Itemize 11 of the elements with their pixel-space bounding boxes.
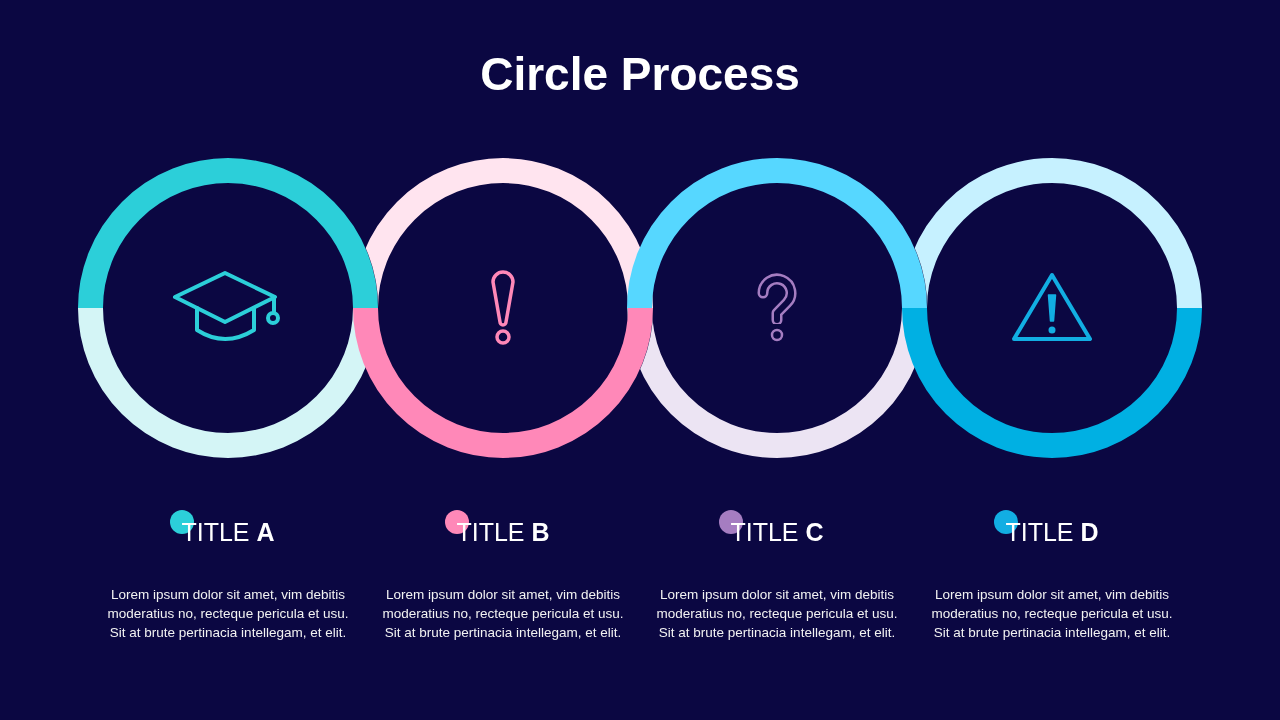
step-title: TITLE D bbox=[1005, 517, 1099, 547]
step-description: Lorem ipsum dolor sit amet, vim debitis moderatius no, recteque pericula et usu. Sit at brute pertinacia intellegam, et elit. bbox=[930, 586, 1174, 642]
step-title: TITLE A bbox=[181, 517, 275, 547]
ring bbox=[902, 158, 1202, 458]
step-description: Lorem ipsum dolor sit amet, vim debitis moderatius no, recteque pericula et usu. Sit at brute pertinacia intellegam, et elit. bbox=[106, 586, 350, 642]
step-description: Lorem ipsum dolor sit amet, vim debitis moderatius no, recteque pericula et usu. Sit at brute pertinacia intellegam, et elit. bbox=[381, 586, 625, 642]
slide-title: Circle Process bbox=[480, 47, 800, 102]
step-description: Lorem ipsum dolor sit amet, vim debitis moderatius no, recteque pericula et usu. Sit at brute pertinacia intellegam, et elit. bbox=[655, 586, 899, 642]
step-title: TITLE B bbox=[456, 517, 550, 547]
step-title: TITLE C bbox=[730, 517, 824, 547]
ring bbox=[353, 158, 653, 458]
